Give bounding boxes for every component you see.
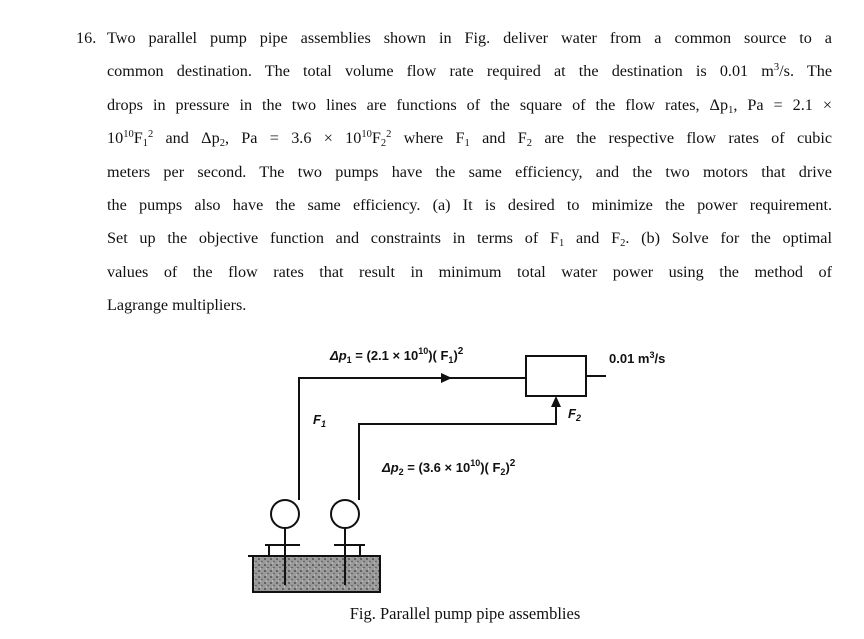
problem-line-8: values of the flow rates that result in …: [107, 262, 832, 281]
problem-line-6: the pumps also have the same efficiency.…: [107, 195, 832, 214]
problem-line-7: Set up the objective function and constr…: [107, 229, 832, 250]
flow-rate-label: 0.01 m3/s: [609, 350, 665, 366]
figure-caption: Fig. Parallel pump pipe assemblies: [349, 604, 581, 623]
problem-line-4: 1010F12 and Δp2, Pa = 3.6 × 1010F22 wher…: [107, 129, 833, 150]
pipe-2: [358, 398, 557, 500]
dp1-label: Δp1 = (2.1 × 1010)( F1)2: [329, 346, 464, 365]
pump-1: [265, 499, 300, 585]
pump-2: [330, 499, 365, 585]
problem-line-9: Lagrange multipliers.: [107, 296, 247, 315]
flow-arrow-1: [441, 373, 452, 383]
pipe-1: [298, 377, 526, 500]
flow-arrow-2: [551, 396, 561, 407]
problem-number: 16.: [76, 29, 97, 47]
problem-statement: 16. Two parallel pump pipe assemblies sh…: [76, 22, 832, 323]
problem-line-3: drops in pressure in the two lines are f…: [107, 95, 832, 116]
problem-line-5: meters per second. The two pumps have th…: [107, 162, 832, 181]
destination-tank: [525, 355, 587, 397]
dp2-label: Δp2 = (3.6 × 1010)( F2)2: [381, 458, 516, 477]
problem-line-2: common destination. The total volume flo…: [107, 62, 833, 81]
f2-label: F2: [568, 406, 581, 423]
f1-label: F1: [313, 412, 326, 429]
reservoir: [248, 555, 381, 593]
problem-line-1: Two parallel pump pipe assemblies shown …: [107, 29, 832, 47]
